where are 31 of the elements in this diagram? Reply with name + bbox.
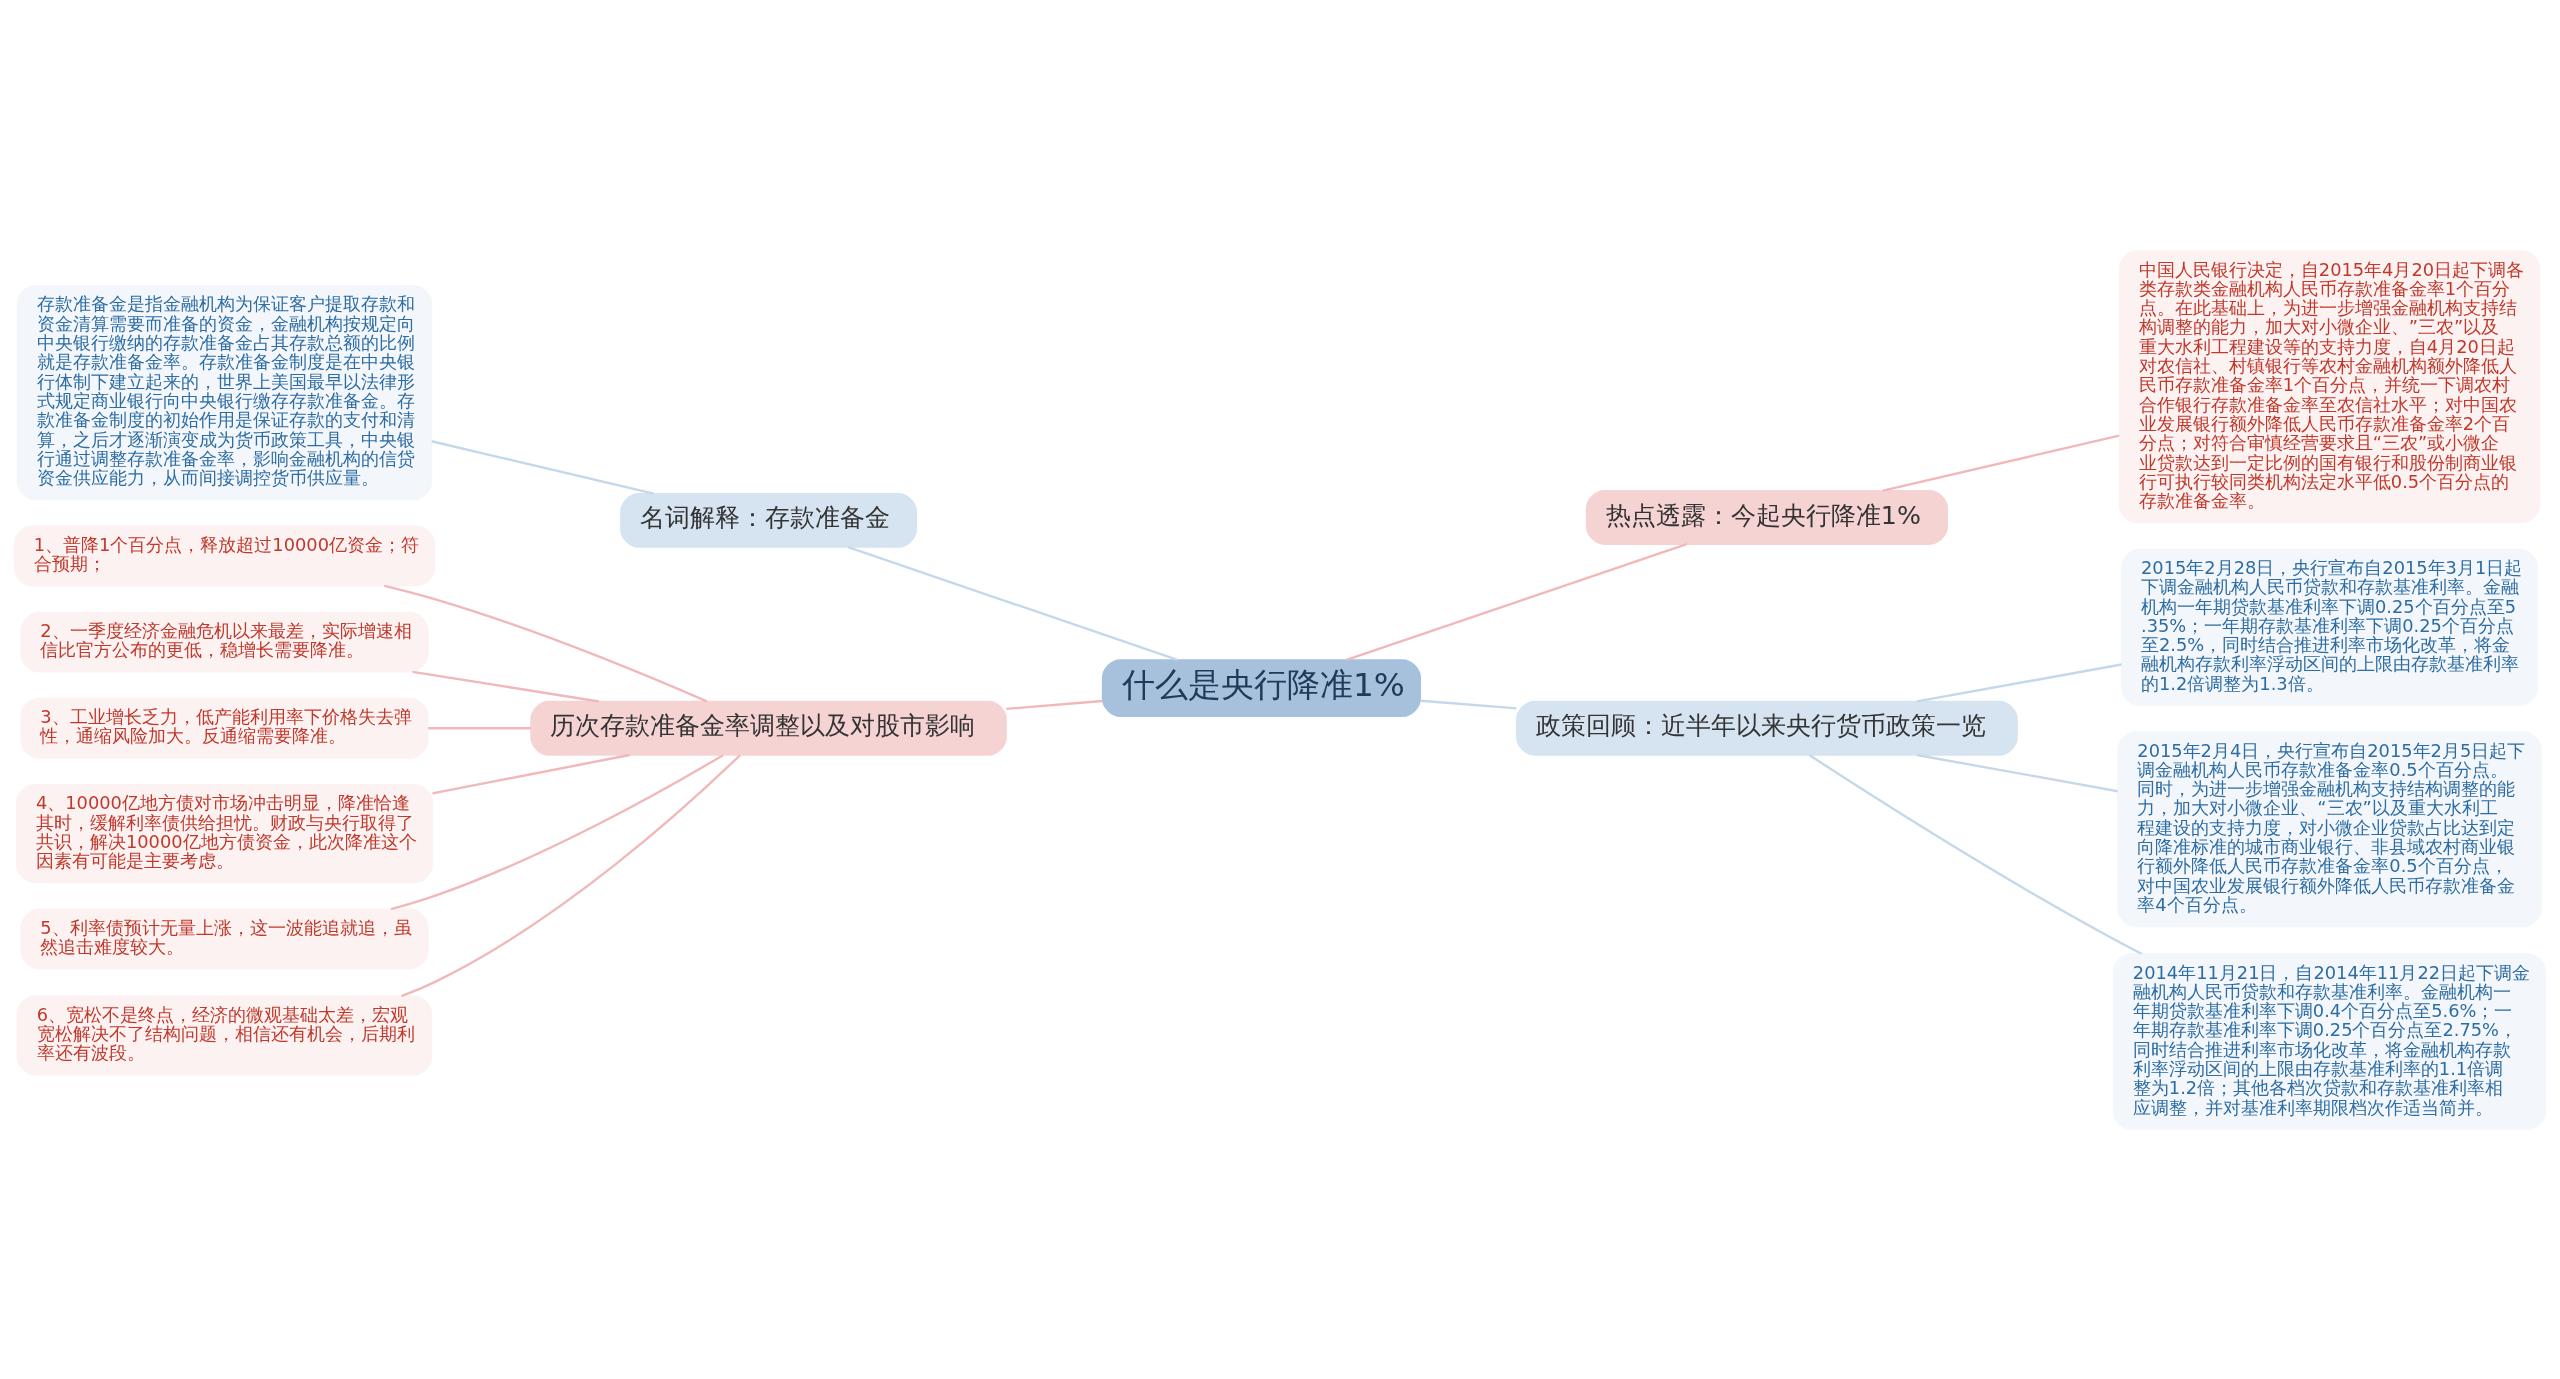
node-box: 1、普降1个百分点，释放超过10000亿资金；符合预期； — [13, 525, 436, 586]
node-box: 名词解释：存款准备金 — [620, 492, 917, 548]
connector — [1808, 753, 2143, 955]
connector — [1006, 699, 1103, 710]
node-box: 存款准备金是指金融机构为保证客户提取存款和资金清算需要而准备的资金，金融机构按规定向中央银行缴纳的存款准备金占其存款总额的比例就是存款准备金率。存款准备金制度是在中央银行体制下建立起来的，世界上美国最早以法律形式规定商业银行向中央银行缴存存款准备金。存款准备金制度的初始作用是保证存款的支付和清算，之后才逐渐演变成为货币政策工具，中央银行通过调整存款准备金率，影响金融机构的信贷资金供应能力，从而间接调控货币供应量。 — [16, 284, 433, 500]
connector — [400, 753, 741, 997]
node-box: 4、10000亿地方债对市场冲击明显，降准恰逢其时，缓解利率债供给担忧。财政与央行取得了共识，解决10000亿地方债资金，此次降准这个因素有可能是主要考虑。 — [15, 783, 434, 883]
node-box: 3、工业增长乏力，低产能利用率下价格失去弹性，通缩风险加大。反通缩需要降准。 — [20, 697, 429, 759]
node-box: 2015年2月28日，央行宣布自2015年3月1日起下调金融机构人民币贷款和存款基准利率。金融机构一年期贷款基准利率下调0.25个百分点至5.35%；一年期存款基准利率下调0.25个百分点至2.5%，同时结合推进利率市场化改革，将金融机构存款利率浮动区间的上限由存款基准利率的1.2倍调整为1.3倍。 — [2121, 548, 2539, 706]
connector — [432, 753, 630, 795]
node-box: 政策回顾：近半年以来央行货币政策一览 — [1516, 700, 2018, 756]
connector — [384, 584, 708, 702]
connector — [412, 670, 600, 703]
node-box: 热点透露：今起央行降准1% — [1585, 489, 1949, 545]
connector — [428, 726, 531, 729]
connector — [1420, 699, 1517, 710]
connector — [1916, 662, 2122, 703]
connector — [1882, 433, 2120, 492]
connector — [1346, 542, 1688, 661]
node-box: 2015年2月4日，央行宣布自2015年2月5日起下调金融机构人民币存款准备金率0.5个百分点。同时，为进一步增强金融机构支持结构调整的能力，加大对小微企业、“三农”以及重大水利工程建设的支持力度，对小微企业贷款占比达到定向降准标准的城市商业银行、非县域农村商业银行额外降低人民币存款准备金率0.5个百分点，对中国农业发展银行额外降低人民币存款准备金率4个百分点。 — [2117, 730, 2542, 927]
node-box: 中国人民银行决定，自2015年4月20日起下调各类存款类金融机构人民币存款准备金率1个百分点。在此基础上，为进一步增强金融机构支持结构调整的能力，加大对小微企业、”三农”以及重大水利工程建设等的支持力度，自4月20日起对农信社、村镇银行等农村金融机构额外降低人民币存款准备金率1个百分点，并统一下调农村合作银行存款准备金率至农信社水平；对中国农业发展银行额外降低人民币存款准备金率2个百分点；对符合审慎经营要求且“三农”或小微企业贷款达到一定比例的国有银行和股份制商业银行可执行较同类机构法定水平低0.5个百分点的存款准备金率。 — [2118, 249, 2541, 523]
node-box: 2、一季度经济金融危机以来最差，实际增速相信比官方公布的更低，稳增长需要降准。 — [20, 611, 429, 673]
node-box: 6、宽松不是终点，经济的微观基础太差，宏观宽松解决不了结构问题，相信还有机会，后期利率还有波段。 — [16, 994, 433, 1076]
node-box: 2014年11月21日，自2014年11月22日起下调金融机构人民币贷款和存款基准利率。金融机构一年期贷款基准利率下调0.4个百分点至5.6%；一年期存款基准利率下调0.25个百分点至2.75%，同时结合推进利率市场化改革，将金融机构存款利率浮动区间的上限由存款基准利率的1.1倍调整为1.2倍；其他各档次贷款和存款基准利率相应调整，并对基准利率期限档次作适当简并。 — [2112, 952, 2547, 1130]
node-box: 什么是央行降准1% — [1101, 658, 1422, 717]
node-box: 5、利率债预计无量上涨，这一波能追就追，虽然追击难度较大。 — [20, 908, 429, 969]
node-box: 历次存款准备金率调整以及对股市影响 — [530, 700, 1007, 756]
connector — [431, 439, 654, 495]
connector — [1916, 753, 2118, 792]
connector — [390, 753, 724, 910]
connector — [847, 545, 1178, 661]
